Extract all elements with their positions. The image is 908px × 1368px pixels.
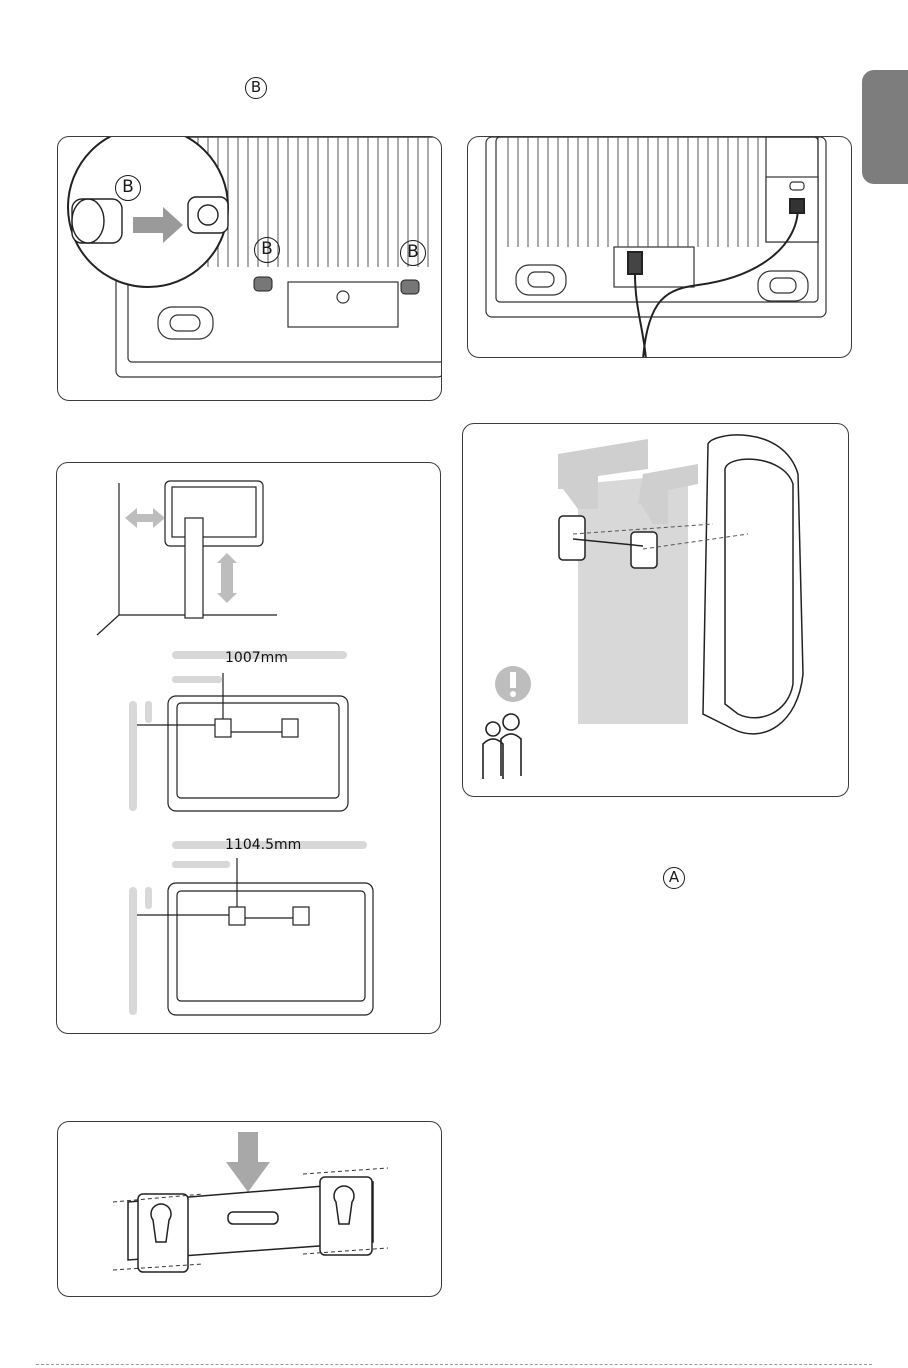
figure-power-cable [467, 136, 852, 358]
rear-spacers-drawing [58, 137, 442, 401]
dimensions-drawing: 1007mm 1104.5mm [57, 463, 441, 1034]
dimension-1007mm: 1007mm [225, 650, 288, 666]
page-bottom-rule [36, 1364, 872, 1365]
wall-bracket-drawing [58, 1122, 442, 1297]
language-side-tab [862, 70, 908, 184]
callout-b-left: B [254, 237, 280, 263]
dimension-1104mm: 1104.5mm [225, 837, 301, 853]
marker-a-icon: A [663, 867, 685, 889]
figure-hang-tv [462, 423, 849, 797]
figure-wall-bracket [57, 1121, 442, 1297]
hang-tv-drawing [463, 424, 849, 797]
figure-dimensions: 1007mm 1104.5mm [56, 462, 441, 1034]
callout-b-zoom: B [115, 175, 141, 201]
figure-rear-spacers: B B B [57, 136, 442, 401]
callout-b-right: B [400, 240, 426, 266]
marker-b-icon: B [245, 77, 267, 99]
power-cable-drawing [468, 137, 852, 358]
